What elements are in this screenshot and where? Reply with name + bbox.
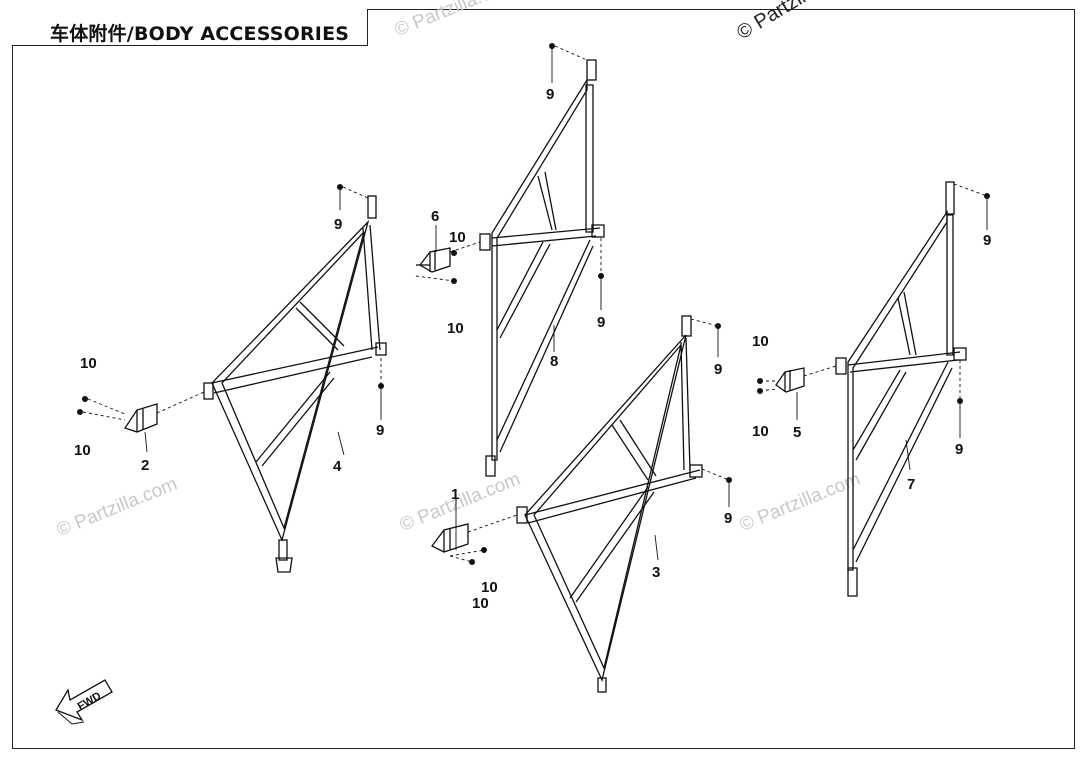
callout-10: 10: [752, 333, 769, 350]
callout-10: 10: [447, 320, 464, 337]
callout-9: 9: [724, 510, 732, 527]
callout-5: 5: [793, 424, 801, 441]
callout-10: 10: [472, 595, 489, 612]
callout-9: 9: [955, 441, 963, 458]
fasteners: [77, 43, 990, 565]
callout-1: 1: [451, 486, 459, 503]
callout-10: 10: [74, 442, 91, 459]
callout-9: 9: [714, 361, 722, 378]
callout-9: 9: [983, 232, 991, 249]
callout-9: 9: [334, 216, 342, 233]
door-net-frame-part-3[interactable]: [516, 315, 703, 693]
callout-4: 4: [333, 458, 342, 475]
callout-9: 9: [376, 422, 384, 439]
latch-part-5[interactable]: [775, 367, 805, 393]
callout-9: 9: [597, 314, 605, 331]
door-net-frame-part-8[interactable]: [479, 59, 605, 477]
callout-9: 9: [546, 86, 554, 103]
callout-2: 2: [141, 457, 149, 474]
callout-10: 10: [80, 355, 97, 372]
callout-10: 10: [752, 423, 769, 440]
diagram-frame: [12, 9, 1075, 749]
callout-6: 6: [431, 208, 439, 225]
page-title: 车体附件/BODY ACCESSORIES: [50, 23, 350, 45]
callout-3: 3: [652, 564, 660, 581]
title-box: 车体附件/BODY ACCESSORIES: [12, 9, 368, 46]
callout-10: 10: [481, 579, 498, 596]
forward-direction-arrow: FWD: [55, 679, 113, 725]
leader-lines: [82, 45, 988, 563]
latch-part-2[interactable]: [123, 403, 158, 433]
callout-7: 7: [907, 476, 915, 493]
latch-part-1[interactable]: [431, 523, 469, 553]
door-net-frame-part-4[interactable]: [203, 195, 387, 573]
latch-part-6[interactable]: [416, 247, 451, 273]
callout-labels: 2 4 3 8 1 5 6 7 9 9 9 9 9 9 9 9 10 10 10…: [74, 86, 991, 612]
fwd-label: FWD: [76, 690, 104, 713]
door-net-frame-part-7[interactable]: [835, 181, 967, 597]
callout-10: 10: [449, 229, 466, 246]
callout-8: 8: [550, 353, 558, 370]
